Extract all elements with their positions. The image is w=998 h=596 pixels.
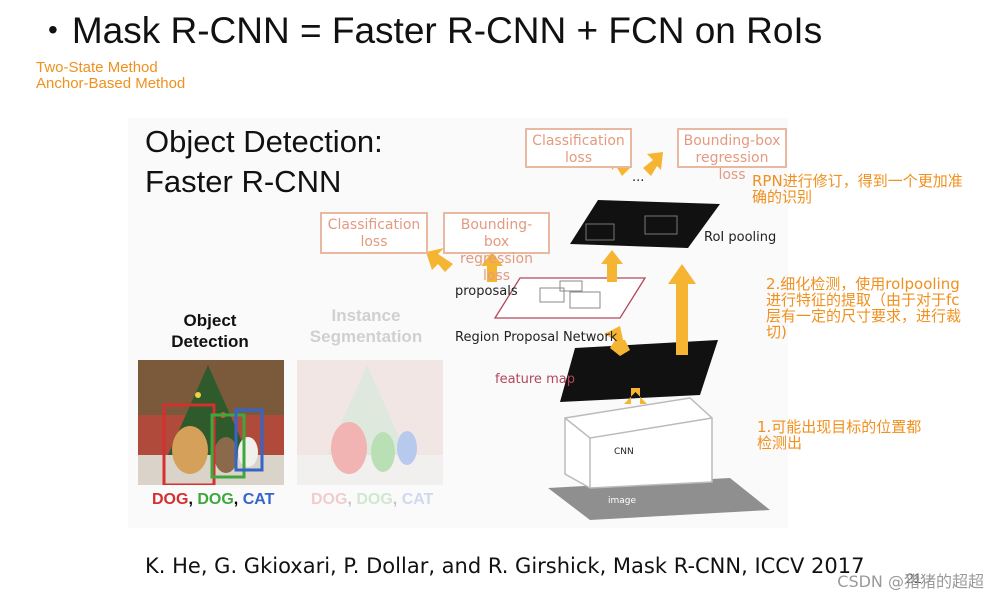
seg-label-dog-2: DOG [356, 491, 393, 508]
slide-title: • Mask R-CNN = Faster R-CNN + FCN on RoIs [48, 10, 822, 52]
seg-label-sep-2: , [392, 491, 402, 508]
detection-title: Object Detection [150, 310, 270, 352]
section-title-line-2: Faster R-CNN [145, 164, 342, 199]
detection-labels: DOG, DOG, CAT [152, 491, 274, 509]
label-dog-1: DOG [152, 491, 189, 508]
feature-map-label: feature map [495, 372, 575, 387]
mid-cls-line-1: Classification [327, 217, 421, 233]
rpn-refine-note: RPN进行修订，得到一个更加准 确的识别 [752, 173, 963, 205]
detection-title-line-1: Object [183, 311, 237, 330]
slide-title-text: Mask R-CNN = Faster R-CNN + FCN on RoIs [71, 10, 823, 51]
section-title-line-1: Object Detection: [145, 124, 383, 159]
seg-label-sep-1: , [347, 491, 357, 508]
roipooling-line-3: 层有一定的尺寸要求，进行裁 [766, 307, 962, 325]
image-plane [548, 478, 770, 520]
detect-line-1: 1.可能出现目标的位置都 [757, 418, 922, 436]
tag-anchor-based: Anchor-Based Method [36, 75, 186, 92]
top-cls-line-2: loss [564, 150, 593, 166]
roipooling-line-2: 进行特征的提取（由于对于fc [766, 291, 960, 309]
cnn-block [564, 397, 713, 489]
mid-cls-line-2: loss [360, 234, 388, 250]
segmentation-image [297, 360, 443, 485]
label-cat: CAT [242, 491, 275, 508]
mid-bbox-line-2: regression loss [460, 251, 533, 284]
seg-label-dog-1: DOG [311, 491, 348, 508]
rpn-label: Region Proposal Network [455, 330, 618, 345]
top-bbox-line-2: regression loss [695, 150, 769, 183]
rpn-refine-line-2: 确的识别 [752, 188, 813, 206]
bullet-icon: • [48, 14, 58, 45]
detect-line-2: 检测出 [757, 434, 803, 452]
top-cls-line-1: Classification [532, 133, 625, 149]
page-number: 21 [906, 570, 922, 586]
segmentation-title: Instance Segmentation [296, 305, 436, 347]
roipooling-line-4: 切) [766, 323, 787, 341]
cnn-label: CNN [614, 447, 634, 457]
label-sep-1: , [188, 491, 198, 508]
label-dog-2: DOG [197, 491, 234, 508]
segmentation-labels: DOG, DOG, CAT [311, 491, 433, 509]
watermark: CSDN @猪猪的超超 [837, 572, 984, 591]
ellipsis: ... [632, 170, 645, 185]
top-classification-loss-box: Classification loss [525, 128, 632, 168]
seg-label-cat: CAT [401, 491, 434, 508]
arrows [426, 152, 696, 404]
section-title: Object Detection: Faster R-CNN [145, 122, 383, 202]
detection-title-line-2: Detection [171, 332, 249, 351]
roipooling-note: 2.细化检测，使用rolpooling 进行特征的提取（由于对于fc 层有一定的… [766, 276, 961, 340]
detect-note: 1.可能出现目标的位置都 检测出 [757, 419, 921, 451]
top-bbox-line-1: Bounding-box [683, 133, 781, 149]
roipooling-line-1: 2.细化检测，使用rolpooling [766, 275, 960, 293]
segmentation-title-line-2: Segmentation [309, 327, 423, 346]
mid-classification-loss-box: Classification loss [320, 212, 428, 254]
feature-map-plane [560, 340, 718, 402]
tag-two-state: Two-State Method [36, 59, 158, 76]
method-tags: Two-State Method Anchor-Based Method [36, 60, 185, 92]
segmentation-title-line-1: Instance [331, 306, 401, 325]
mid-bbox-loss-box: Bounding-box regression loss [443, 212, 550, 284]
label-sep-2: , [233, 491, 243, 508]
rpn-refine-line-1: RPN进行修订，得到一个更加准 [752, 172, 963, 190]
proposals-label: proposals [455, 284, 518, 299]
mid-bbox-line-1: Bounding-box [460, 217, 533, 250]
top-bbox-loss-box: Bounding-box regression loss [677, 128, 787, 183]
roi-pooling-label: RoI pooling [704, 230, 777, 245]
image-label: image [608, 496, 637, 506]
reference-citation: K. He, G. Gkioxari, P. Dollar, and R. Gi… [145, 554, 865, 578]
detection-image [138, 360, 284, 485]
